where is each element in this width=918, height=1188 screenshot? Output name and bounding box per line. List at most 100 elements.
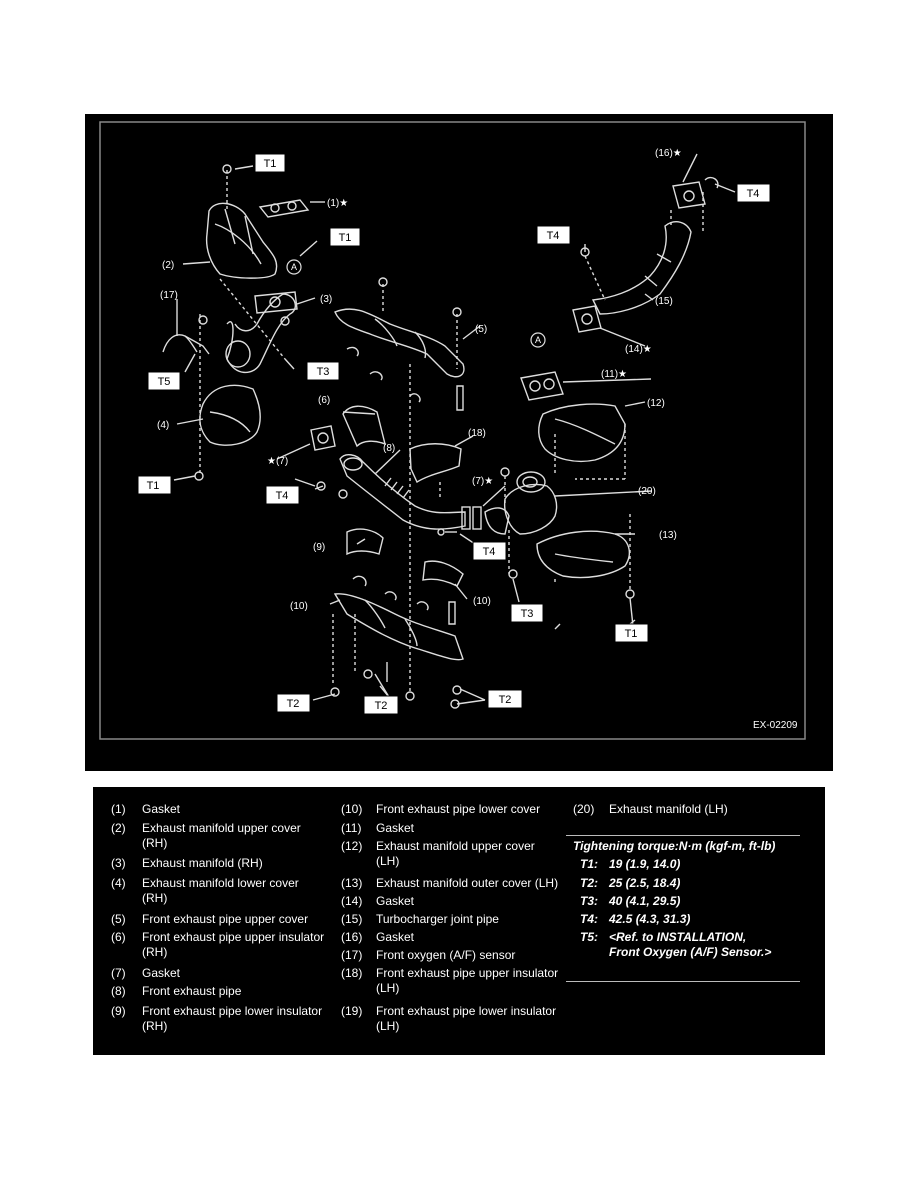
upper-cover-lh-part	[538, 403, 626, 463]
callout-17: (17)	[160, 290, 178, 301]
turbocharger-joint-pipe-part	[591, 221, 692, 315]
callout-6: (6)	[318, 395, 330, 406]
torque-box-t2-right	[487, 689, 523, 709]
torque-box-label: T3	[521, 608, 534, 620]
legend-text: Turbocharger joint pipe	[376, 912, 499, 926]
torque-key: T5:	[580, 930, 598, 944]
legend-item: (20)	[573, 802, 595, 816]
legend-item: (15)	[341, 912, 363, 926]
legend-item: (3)	[111, 856, 126, 870]
callout-13: (13)	[659, 530, 677, 541]
torque-box-t5	[147, 371, 181, 391]
legend-text-cont: (LH)	[376, 981, 400, 995]
legend-text: Exhaust manifold lower cover	[142, 876, 299, 890]
legend-text: Gasket	[376, 821, 415, 835]
torque-box-label: T1	[625, 628, 638, 640]
legend-item: (9)	[111, 1004, 126, 1018]
torque-rule-bottom	[566, 981, 800, 982]
upper-insulator-lh-part	[409, 443, 462, 484]
callout-4: (4)	[157, 420, 169, 431]
legend-item: (17)	[341, 948, 363, 962]
torque-box-t1-left	[329, 227, 361, 247]
manifold-rh-part	[225, 291, 298, 374]
legend-panel: (1) Gasket (2) Exhaust manifold upper co…	[93, 787, 825, 1055]
diagram-frame	[99, 121, 806, 740]
torque-box-label: T2	[375, 700, 388, 712]
gasket-1-part	[258, 199, 310, 218]
manifold-lh-part	[484, 471, 558, 535]
callout-5: (5)	[475, 324, 487, 335]
legend-item: (2)	[111, 821, 126, 835]
lower-cover-rh-part	[199, 384, 261, 446]
diagram-code: EX-02209	[753, 720, 798, 731]
upper-insulator-rh-part	[342, 405, 387, 448]
legend-text: Front exhaust pipe upper insulator	[376, 966, 559, 980]
torque-rule-top	[566, 835, 800, 836]
torque-box-t4-mid	[536, 225, 571, 245]
ref-mark-label: A	[291, 262, 297, 272]
torque-box-t3-center	[510, 603, 544, 623]
legend-text: Gasket	[142, 966, 181, 980]
legend-item: (16)	[341, 930, 363, 944]
gasket-16-part	[672, 181, 706, 209]
exhaust-exploded-diagram: T1 T1 T1 T1 T2 T2 T2 T3 T3 T4 T4 T4 T4 T…	[99, 121, 806, 740]
legend-text-cont: (RH)	[142, 945, 168, 959]
callout-12: (12)	[647, 398, 665, 409]
legend-text: Exhaust manifold upper cover	[142, 821, 301, 835]
torque-box-t3-left	[306, 361, 340, 381]
legend-text: Front exhaust pipe	[142, 984, 242, 998]
callout-2: (2)	[162, 260, 174, 271]
legend-item: (12)	[341, 839, 363, 853]
legend-item: (6)	[111, 930, 126, 944]
lower-insulator-rh-part	[346, 528, 384, 556]
torque-box-label: T4	[483, 546, 496, 558]
torque-box-label: T4	[547, 230, 560, 242]
legend-item: (8)	[111, 984, 126, 998]
exploded-diagram-panel: T1 T1 T1 T1 T2 T2 T2 T3 T3 T4 T4 T4 T4 T…	[85, 114, 833, 771]
gasket-7-left-part	[310, 425, 336, 451]
torque-value: 19 (1.9, 14.0)	[609, 857, 681, 871]
upper-cover-front-pipe-part	[334, 308, 465, 378]
callout-15: (15)	[655, 296, 673, 307]
torque-key: T4:	[580, 912, 598, 926]
callout-11: (11)★	[601, 369, 627, 380]
torque-box-label: T2	[499, 694, 512, 706]
lower-insulator-lh-part	[422, 560, 464, 587]
torque-box-t1-top	[254, 153, 286, 173]
callout-10-right: (10)	[473, 596, 491, 607]
torque-box-label: T1	[339, 232, 352, 244]
legend-text-cont: (RH)	[142, 891, 168, 905]
torque-box-label: T1	[147, 480, 160, 492]
lower-cover-front-pipe-part	[333, 593, 464, 661]
legend-item: (4)	[111, 876, 126, 890]
legend-text: Front exhaust pipe lower cover	[376, 802, 541, 816]
legend-text: Exhaust manifold upper cover	[376, 839, 535, 853]
legend-item: (14)	[341, 894, 363, 908]
torque-box-t4-right	[736, 183, 771, 203]
callout-7-left: ★(7)	[267, 456, 288, 467]
callout-3: (3)	[320, 294, 332, 305]
ref-mark-a-right	[530, 332, 546, 348]
torque-key: T3:	[580, 894, 598, 908]
legend-item: (1)	[111, 802, 126, 816]
callout-14: (14)★	[625, 344, 652, 355]
legend-item: (13)	[341, 876, 363, 890]
legend-text-cont: (RH)	[142, 1019, 168, 1033]
legend-item: (11)	[341, 821, 362, 835]
oxygen-sensor-part	[162, 334, 210, 355]
torque-box-t1-lower	[137, 475, 172, 495]
callout-7-center: (7)★	[472, 476, 493, 487]
legend-text: Exhaust manifold outer cover (LH)	[376, 876, 559, 890]
gasket-11-part	[520, 371, 564, 401]
gasket-14-part	[572, 305, 602, 333]
torque-title: Tightening torque:N·m (kgf-m, ft-lb)	[573, 839, 776, 853]
callout-1: (1)★	[327, 198, 348, 209]
legend-item: (10)	[341, 802, 363, 816]
callout-10-left: (10)	[290, 601, 308, 612]
legend-text: Front exhaust pipe upper cover	[142, 912, 309, 926]
legend-item: (18)	[341, 966, 363, 980]
callout-18: (18)	[468, 428, 486, 439]
callout-16: (16)★	[655, 148, 682, 159]
ref-mark-a-left	[286, 259, 302, 275]
torque-value-cont: Front Oxygen (A/F) Sensor.>	[609, 945, 772, 959]
